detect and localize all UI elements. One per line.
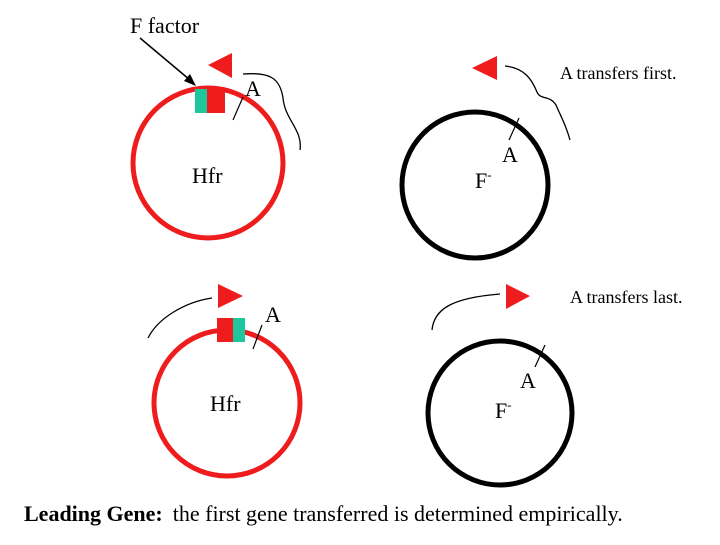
transferred-strand-bottom-right: [431, 293, 501, 331]
f-minus-label-top: F-: [475, 167, 492, 193]
gene-a-label-top-right: A: [502, 142, 518, 167]
f-factor-red-segment: [207, 89, 225, 113]
hfr-label-top: Hfr: [192, 163, 223, 188]
gene-a-marker-bottom-left: [252, 324, 263, 350]
gene-a-label-bottom-left: A: [265, 302, 281, 327]
transfers-last-label: A transfers last.: [570, 287, 682, 307]
caption-heading: Leading Gene:: [24, 501, 163, 526]
f-factor-red-segment-bottom: [217, 318, 235, 342]
transfer-origin-triangle-bottom-right: [506, 284, 530, 309]
gene-a-label-bottom-right: A: [520, 368, 536, 393]
transfer-origin-triangle-bottom-left: [218, 284, 243, 308]
transferred-strand-top-left: [242, 72, 301, 151]
hfr-chromosome-top: [130, 85, 286, 241]
f-factor-label: F factor: [130, 13, 200, 38]
transferred-strand-bottom-left: [147, 297, 213, 339]
f-factor-teal-segment-bottom: [233, 318, 245, 342]
transfers-first-label: A transfers first.: [560, 63, 676, 83]
transferred-strand-top-right: [504, 65, 571, 141]
gene-a-label-top-left: A: [245, 76, 261, 101]
caption-text: the first gene transferred is determined…: [173, 501, 623, 526]
gene-a-marker-top-right: [508, 117, 520, 141]
f-factor-teal-segment: [195, 89, 209, 113]
gene-a-marker-bottom-right: [534, 344, 546, 368]
f-minus-chromosome-top: [399, 109, 551, 261]
f-factor-arrow-line: [139, 37, 191, 81]
f-factor-arrow-head: [184, 74, 196, 86]
transfer-origin-triangle-top-right: [472, 56, 497, 80]
hfr-label-bottom: Hfr: [210, 391, 241, 416]
caption: Leading Gene: the first gene transferred …: [24, 501, 623, 526]
f-minus-label-bottom: F-: [495, 397, 512, 423]
transfer-origin-triangle-top-left: [208, 53, 232, 78]
gene-a-marker-top-left: [232, 96, 244, 121]
f-minus-chromosome-bottom: [425, 338, 575, 488]
